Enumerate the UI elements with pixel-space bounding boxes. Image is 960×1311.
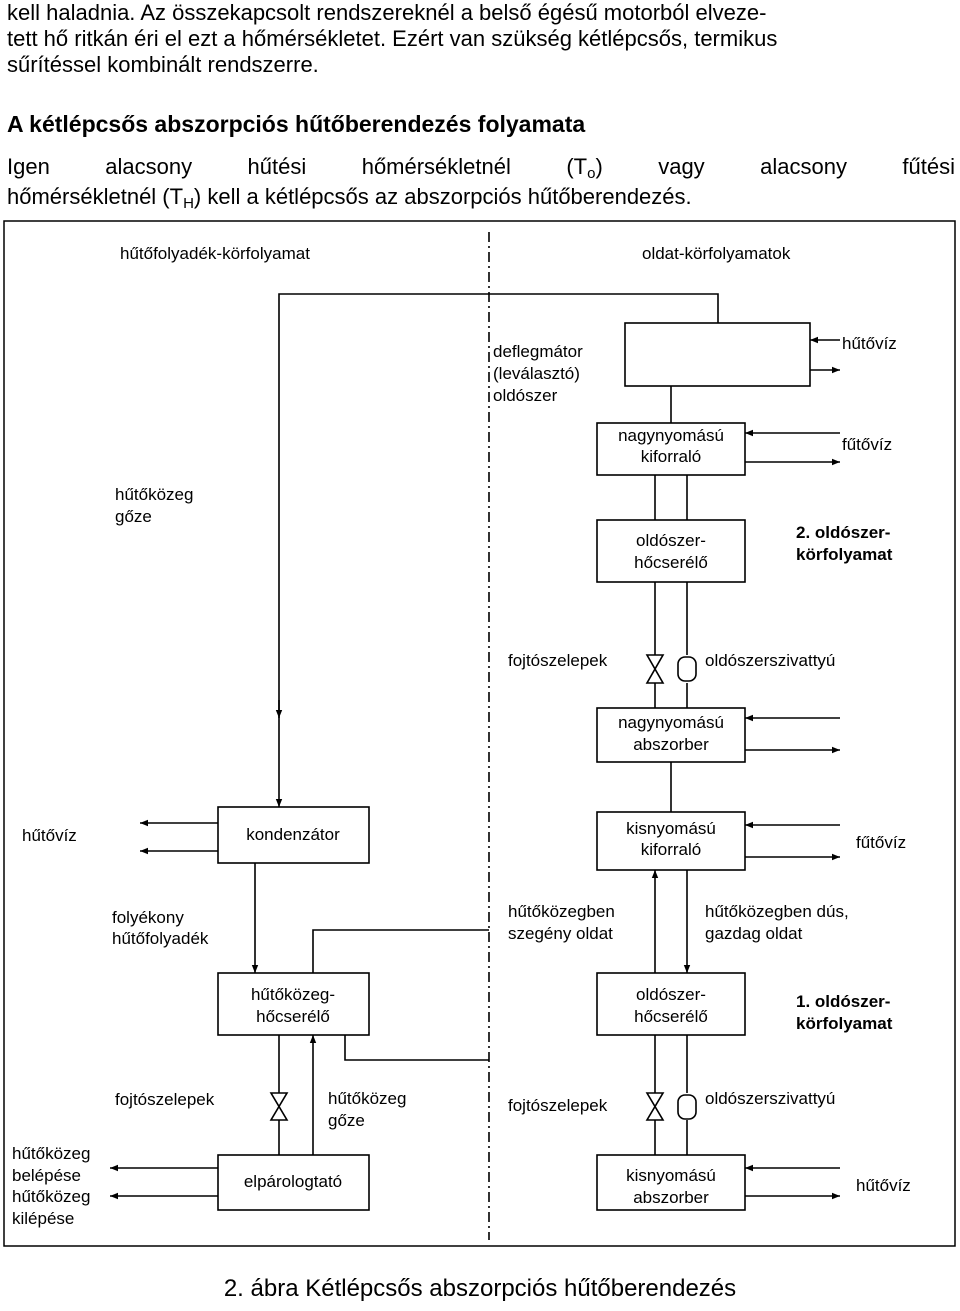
refrigerant-in-label-1: hűtőközeg	[12, 1144, 90, 1163]
lp-absorber-water-label: hűtővíz	[856, 1176, 911, 1195]
intro-line-2: tett hő ritkán éri el ezt a hőmérséklete…	[7, 26, 778, 51]
deflegmator-label-1: deflegmátor	[493, 342, 583, 361]
circuit-1-label-1: 1. oldószer-	[796, 992, 890, 1011]
diagram-frame	[3, 220, 956, 1247]
refrigerant-hx-box	[217, 972, 370, 1036]
solvent-hx-1-label-1: oldószer-	[636, 985, 706, 1004]
solvent-pump-label-1: oldószerszivattyú	[705, 1089, 835, 1108]
condenser-water-label: hűtővíz	[22, 826, 77, 845]
paragraph-line-2: hőmérsékletnél (TH) kell a kétlépcsős az…	[7, 184, 692, 212]
refrigerant-vapor-label-2: gőze	[328, 1111, 365, 1130]
word: vagy	[658, 154, 705, 179]
poor-solution-label-2: szegény oldat	[508, 924, 613, 943]
evaporator-label: elpárologtató	[244, 1172, 342, 1191]
condenser-box	[217, 806, 370, 864]
condenser-label: kondenzátor	[246, 825, 340, 844]
vapor-label-2: gőze	[115, 507, 152, 526]
lp-absorber-label-2: abszorber	[633, 1188, 709, 1207]
refrigerant-valve-icon	[269, 1092, 289, 1121]
heating-water-label: fűtővíz	[842, 435, 892, 454]
t0-symbol: (To)	[566, 154, 603, 182]
hp-boiler-label-2: kiforraló	[641, 447, 701, 466]
throttle-valve-2-icon	[645, 654, 665, 684]
liquid-refrigerant-label-1: folyékony	[112, 908, 184, 927]
throttle-valves-label-2: fojtószelepek	[508, 651, 608, 670]
refrigerant-hx-label-1: hűtőközeg-	[251, 985, 335, 1004]
refrigerant-hx-label-2: hőcserélő	[256, 1007, 330, 1026]
throttle-valves-label-1: fojtószelepek	[508, 1096, 608, 1115]
deflegmator-label-3: oldószer	[493, 386, 558, 405]
deflegmator-label-2: (leválasztó)	[493, 364, 580, 383]
refrigerant-out-label-2: kilépése	[12, 1209, 74, 1228]
lp-boiler-label-2: kiforraló	[641, 840, 701, 859]
refrigerant-vapor-label-1: hűtőközeg	[328, 1089, 406, 1108]
refrigerant-in-label-2: belépése	[12, 1166, 81, 1185]
section-paragraph: Igen alacsony hűtési hőmérsékletnél (To)…	[7, 152, 955, 212]
paragraph-line-1: Igen alacsony hűtési hőmérsékletnél (To)…	[7, 152, 955, 182]
throttle-valve-1-icon	[645, 1092, 665, 1121]
circuit-2-label-1: 2. oldószer-	[796, 523, 890, 542]
refrigerant-valve-label: fojtószelepek	[115, 1090, 215, 1109]
solvent-pump-1-icon	[677, 1094, 697, 1120]
left-header: hűtőfolyadék-körfolyamat	[120, 244, 310, 263]
figure-caption: 2. ábra Kétlépcsős abszorpciós hűtőberen…	[223, 1275, 737, 1302]
word: alacsony	[760, 154, 847, 179]
solvent-pump-label-2: oldószerszivattyú	[705, 651, 835, 670]
evaporator-box	[217, 1154, 370, 1211]
solvent-hx-1-label-2: hőcserélő	[634, 1007, 708, 1026]
solvent-pump-2-icon	[677, 656, 697, 682]
circuit-2-label-2: körfolyamat	[796, 545, 893, 564]
lp-heating-water-label: fűtővíz	[856, 833, 906, 852]
solvent-hx-2-label-2: hőcserélő	[634, 553, 708, 572]
solvent-hx-2-box	[596, 519, 746, 583]
word: alacsony	[105, 154, 193, 179]
hp-boiler-label-1: nagynyomású	[618, 426, 724, 445]
right-header: oldat-körfolyamatok	[642, 244, 791, 263]
word: hőmérsékletnél	[361, 154, 511, 179]
liquid-refrigerant-label-2: hűtőfolyadék	[112, 929, 209, 948]
deflegmator-box	[624, 322, 811, 387]
vapor-label-1: hűtőközeg	[115, 485, 193, 504]
lp-absorber-label-1: kisnyomású	[626, 1166, 716, 1185]
section-heading: A kétlépcsős abszorpciós hűtőberendezés …	[7, 111, 586, 137]
word: fűtési	[902, 154, 955, 179]
intro-line-1: kell haladnia. Az összekapcsolt rendszer…	[7, 0, 767, 25]
cooling-water-label: hűtővíz	[842, 334, 897, 353]
lp-absorber-box	[596, 1154, 746, 1211]
vapor-line	[275, 293, 719, 807]
solvent-hx-2-label-1: oldószer-	[636, 531, 706, 550]
word: Igen	[7, 154, 50, 179]
rich-solution-label-2: gazdag oldat	[705, 924, 803, 943]
refrigerant-out-label-1: hűtőközeg	[12, 1187, 90, 1206]
solvent-hx-1-box	[596, 972, 746, 1036]
circuit-1-label-2: körfolyamat	[796, 1014, 893, 1033]
word: hűtési	[247, 154, 307, 179]
lp-boiler-label-1: kisnyomású	[626, 819, 716, 838]
intro-line-3: sűrítéssel kombinált rendszerre.	[7, 52, 319, 77]
hp-absorber-label-1: nagynyomású	[618, 713, 724, 732]
rich-solution-label-1: hűtőközegben dús,	[705, 902, 849, 921]
intro-text: kell haladnia. Az összekapcsolt rendszer…	[7, 0, 955, 78]
hp-absorber-label-2: abszorber	[633, 735, 709, 754]
poor-solution-label-1: hűtőközegben	[508, 902, 615, 921]
